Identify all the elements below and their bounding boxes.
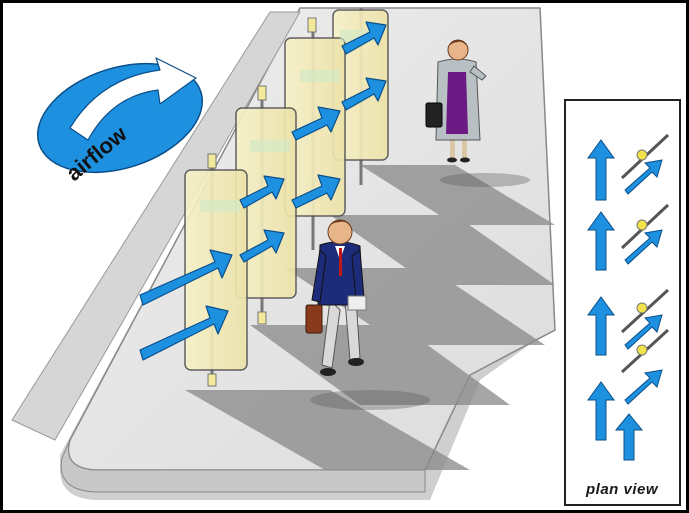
plan-view-label: plan view [585, 481, 659, 498]
plan-view-panel [565, 100, 680, 505]
